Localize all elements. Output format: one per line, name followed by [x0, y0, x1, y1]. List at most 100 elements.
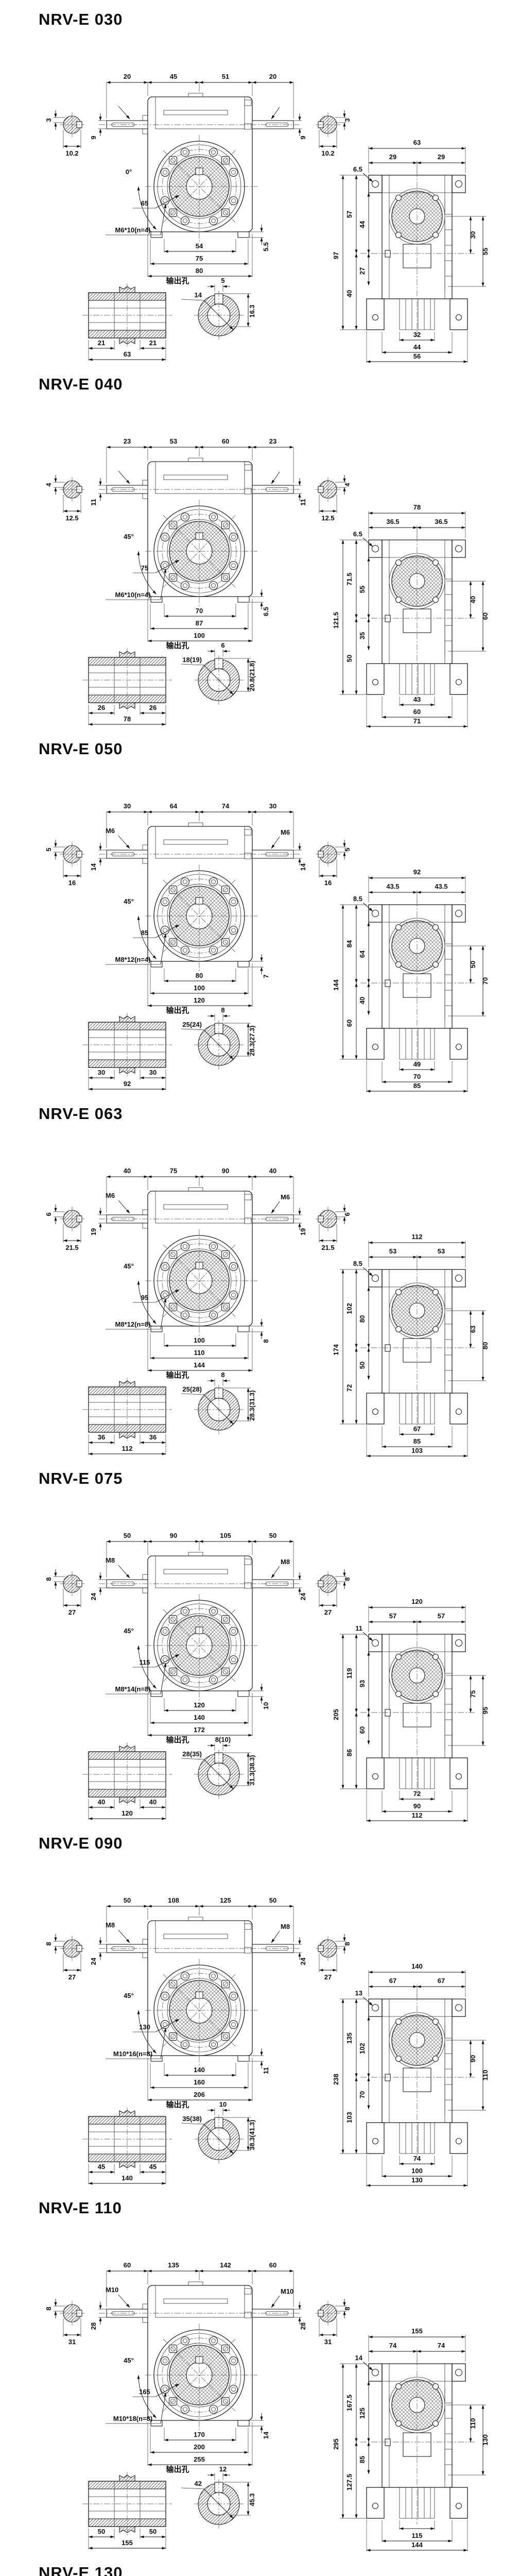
- dim-key-h-left: 4: [45, 483, 53, 487]
- dim-hub-right: 21: [149, 339, 157, 347]
- dim-bore-key-w: 10: [219, 2100, 227, 2108]
- dim-angle: 45°: [124, 533, 134, 540]
- dim-side-total-h: 174: [332, 1344, 340, 1355]
- dim-top-3: 74: [222, 802, 230, 810]
- dim-hub-total: 78: [124, 715, 131, 723]
- dim-side-half-left: 74: [389, 2342, 397, 2349]
- dim-key-h-left: 5: [45, 848, 53, 851]
- shaft-section-left: 5 16: [45, 840, 84, 887]
- dim-angle: 45°: [124, 1992, 134, 1999]
- dim-side-bottom-3: 103: [411, 1447, 423, 1454]
- side-body-drawing: [360, 901, 476, 1065]
- dim-side-right-2: 80: [481, 1342, 489, 1349]
- dim-hub-total: 92: [124, 1080, 131, 1088]
- dim-key-h-right: 8: [343, 1942, 351, 1945]
- dim-key-h-right: 4: [343, 483, 351, 487]
- dim-side-right-2: 95: [481, 1707, 489, 1714]
- drawing-sheet: NRV-E 063 40 75 90 40: [39, 1105, 489, 1458]
- dim-shaft-d-left: 14: [90, 863, 97, 871]
- dim-side-lower-h: 86: [345, 1749, 353, 1756]
- dim-flange-dia: 165: [139, 2388, 150, 2396]
- dim-side-flange-c: 64: [358, 950, 366, 958]
- shaft-section-left: 4 12.5: [45, 475, 84, 522]
- dim-foot-h: 7: [262, 974, 270, 978]
- hub-section-view: 36 36 112: [82, 1378, 172, 1455]
- dim-thread-right: M10: [281, 2287, 293, 2295]
- dim-foot-h: 11: [262, 2067, 270, 2074]
- output-bore-view: 输出孔 35(38) 10 38.3(41.3): [166, 2100, 256, 2164]
- dim-side-bottom-2: 90: [413, 1802, 421, 1810]
- dim-bolt-spec: M6*10(n=4): [115, 591, 151, 599]
- front-view: 20 45 51 20: [90, 73, 307, 278]
- shaft-section-left: 8 27: [45, 1569, 84, 1616]
- dim-side-bottom-1: 67: [413, 1425, 421, 1433]
- dim-side-upper-h: 102: [345, 1303, 353, 1314]
- dim-thread-left: M8: [106, 1556, 115, 1564]
- dim-hub-right: 45: [149, 2163, 157, 2171]
- side-body-drawing: [360, 171, 476, 336]
- dim-side-bottom-3: 56: [413, 352, 421, 360]
- dim-side-bottom-2: 115: [412, 2532, 423, 2539]
- dim-shaft-dia-right: 27: [324, 1973, 332, 1981]
- dim-side-hole: 8.5: [353, 895, 362, 903]
- dim-side-half-left: 43.5: [386, 883, 399, 890]
- drawing-sheet: NRV-E 110 60 135 142 60: [39, 2199, 489, 2552]
- dim-side-width: 63: [413, 139, 421, 146]
- dim-bottom-3: 172: [194, 1726, 205, 1734]
- hub-section-view: 30 30 92: [82, 1013, 172, 1091]
- hub-section-view: 26 26 78: [82, 648, 172, 726]
- dim-top-3: 125: [220, 1896, 231, 1904]
- dim-shaft-dia-right: 21.5: [321, 1244, 334, 1251]
- dim-bottom-1: 54: [196, 242, 203, 250]
- dim-flange-dia: 95: [141, 1294, 148, 1301]
- dim-side-width: 112: [412, 1233, 423, 1241]
- gearbox-body-drawing: [99, 93, 301, 242]
- dim-bottom-3: 144: [194, 1361, 205, 1369]
- dim-side-half-right: 29: [438, 153, 445, 161]
- dim-side-right-1: 75: [469, 1690, 477, 1698]
- dim-shaft-d-right: 24: [299, 1957, 307, 1965]
- dim-hub-total: 112: [122, 1445, 133, 1452]
- dim-hub-left: 36: [98, 1433, 105, 1441]
- dim-bore-dia: 25(24): [182, 1021, 202, 1028]
- model-section: NRV-E 130 80 155 162 80: [0, 2553, 520, 2576]
- dim-top-4: 40: [269, 1167, 276, 1175]
- dim-side-half-right: 67: [438, 1977, 445, 1985]
- dim-hub-left: 30: [98, 1069, 105, 1076]
- dim-key-h-right: 6: [343, 1212, 351, 1216]
- dim-side-upper-h: 84: [345, 940, 353, 947]
- model-title: NRV-E 075: [39, 1469, 123, 1487]
- dim-shaft-dia-left: 10.2: [65, 149, 78, 157]
- shaft-section-right: 8 31: [316, 2299, 351, 2346]
- dim-angle: 45°: [124, 2357, 134, 2364]
- dim-top-1: 30: [124, 802, 131, 810]
- gearbox-body-drawing: [99, 1552, 301, 1701]
- dim-top-2: 108: [168, 1896, 179, 1904]
- dim-side-right-1: 90: [469, 2055, 477, 2062]
- dim-shaft-d-left: 24: [90, 1592, 97, 1600]
- dim-hub-total: 120: [122, 1809, 133, 1817]
- model-section: NRV-E 050 30 64 74 30: [0, 730, 520, 1094]
- dim-key-h-left: 6: [45, 1212, 53, 1216]
- dim-thread-left: M10: [106, 2286, 118, 2294]
- side-body-drawing: [360, 2360, 476, 2524]
- dim-top-1: 23: [124, 437, 131, 445]
- dim-bottom-3: 255: [194, 2455, 205, 2463]
- dim-side-width: 92: [413, 868, 421, 876]
- dim-thread-left: M6: [106, 827, 115, 835]
- model-title: NRV-E 050: [39, 740, 123, 758]
- dim-side-half-left: 67: [389, 1977, 396, 1985]
- dim-side-hole: 13: [355, 1989, 362, 1997]
- shaft-section-right: 6 21.5: [316, 1205, 351, 1251]
- dim-side-lower-h: 50: [345, 655, 353, 662]
- dim-bore-key-w: 5: [221, 277, 224, 284]
- dim-bolt-spec: M10*18(n=8): [113, 2415, 152, 2422]
- dim-side-foot-c: 60: [358, 1726, 366, 1734]
- dim-shaft-d-left: 28: [90, 2323, 97, 2330]
- dim-shaft-dia-left: 16: [68, 879, 76, 887]
- gearbox-body-drawing: [99, 1187, 301, 1336]
- dim-angle: 0°: [126, 168, 132, 176]
- dim-side-total-h: 205: [332, 1709, 340, 1720]
- dim-top-3: 105: [220, 1532, 231, 1539]
